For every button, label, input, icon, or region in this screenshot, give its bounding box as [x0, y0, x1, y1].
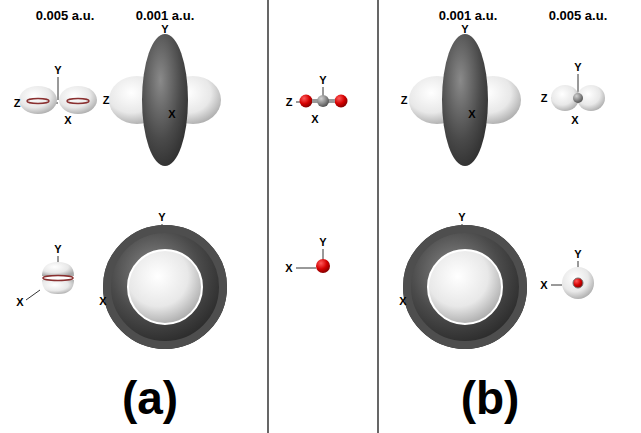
axis-label: X — [468, 109, 475, 120]
axis-label: Y — [319, 237, 326, 248]
axis-label: X — [571, 115, 578, 126]
axis-label: X — [99, 296, 106, 307]
axis-label: Y — [458, 212, 465, 223]
axis-label: X — [311, 114, 318, 125]
axis-label: Z — [103, 95, 110, 106]
axis-label: X — [540, 280, 547, 291]
panel-label: (b) — [461, 375, 520, 421]
axis-label: Y — [319, 75, 326, 86]
axis-label: Y — [574, 249, 581, 260]
panel-label: (a) — [122, 375, 178, 421]
axis-label: Y — [158, 212, 165, 223]
isovalue-heading: 0.005 a.u. — [549, 9, 608, 22]
axis-label: Y — [461, 24, 468, 35]
axis-label: Z — [286, 97, 293, 108]
axis-label: Z — [541, 93, 548, 104]
axis-label: Z — [401, 95, 408, 106]
axis-label: Y — [54, 244, 61, 255]
axis-label: X — [399, 296, 406, 307]
axis-label: X — [285, 263, 292, 274]
axis-label: Y — [54, 65, 61, 76]
axis-label: Y — [161, 24, 168, 35]
axis-label: X — [64, 115, 71, 126]
axis-label: X — [168, 109, 175, 120]
isovalue-heading: 0.001 a.u. — [136, 9, 195, 22]
isovalue-heading: 0.005 a.u. — [36, 9, 95, 22]
axis-label: Z — [14, 98, 21, 109]
isovalue-heading: 0.001 a.u. — [439, 9, 498, 22]
axis-label: X — [16, 297, 23, 308]
axis-label: Y — [574, 62, 581, 73]
